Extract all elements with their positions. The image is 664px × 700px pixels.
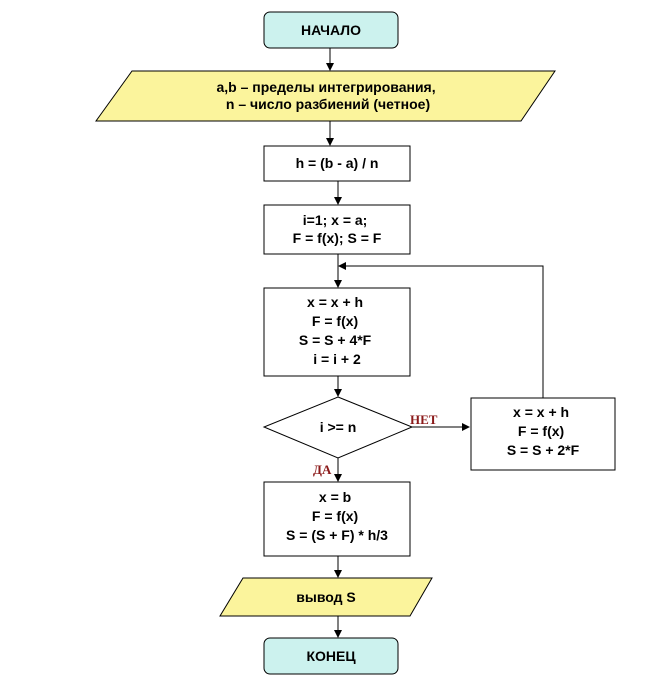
no-branch-text: x = x + h F = f(x) S = S + 2*F [507,404,580,458]
final-calc-text: x = b F = f(x) S = (S + F) * h/3 [286,489,388,543]
condition-text: i >= n [320,419,357,435]
start-terminal [263,11,399,49]
edges [326,48,544,638]
process-loop-body [263,287,411,377]
shapes [95,11,616,675]
output-parallelogram [219,577,433,617]
node-texts: НАЧАЛО a,b – пределы интегрирования, n –… [216,22,579,664]
input-parallelogram [95,70,556,122]
end-text: КОНЕЦ [306,648,356,664]
loop-body-text: x = x + h F = f(x) S = S + 4*F i = i + 2 [299,294,375,367]
edge-no-loopback [338,262,544,398]
process-step-h [263,145,411,182]
step-h-text: h = (b - a) / n [296,155,379,171]
edge-label-no: НЕТ [410,412,438,427]
init-text: i=1; x = a; F = f(x); S = F [293,212,382,246]
start-text: НАЧАЛО [301,22,361,38]
process-no-branch [470,397,616,471]
edge-labels: НЕТ ДА [313,412,438,477]
process-final-calc [263,481,411,557]
end-terminal [263,637,399,675]
input-text: a,b – пределы интегрирования, n – число … [216,79,439,112]
decision-condition [262,396,414,459]
output-text: вывод S [296,589,355,605]
process-init [263,204,411,255]
edge-label-yes: ДА [313,462,332,477]
